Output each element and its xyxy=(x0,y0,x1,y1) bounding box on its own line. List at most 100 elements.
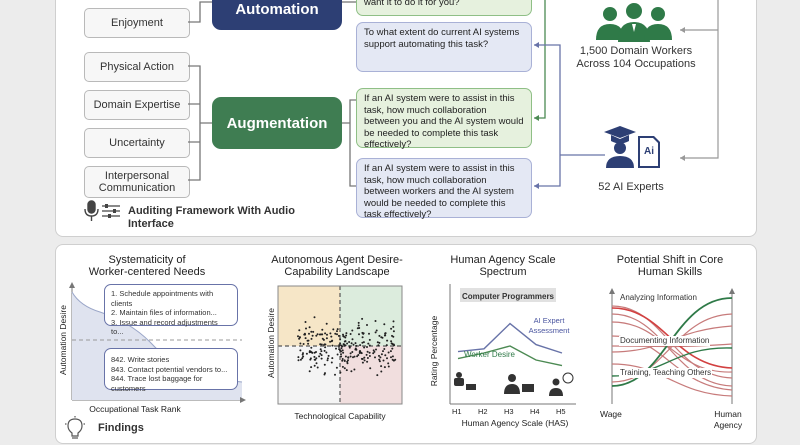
f2-scatter-point xyxy=(368,355,371,357)
f2-scatter-point xyxy=(348,345,351,348)
f4-xlabel-right: Human Agency xyxy=(713,409,743,430)
f2-scatter-point xyxy=(363,359,366,362)
f3-tick-h2: H2 xyxy=(478,407,488,416)
f2-scatter-point xyxy=(378,358,381,361)
f2-scatter-point xyxy=(343,360,346,362)
f2-scatter-point xyxy=(305,352,308,355)
f2-scatter-point xyxy=(311,334,314,337)
f2-scatter-point xyxy=(337,334,340,337)
f3-tick-h5: H5 xyxy=(556,407,566,416)
f2-scatter-point xyxy=(320,357,323,360)
f2-scatter-point xyxy=(302,352,304,355)
f2-scatter-point xyxy=(334,373,336,376)
f2-scatter-point xyxy=(357,324,360,327)
f2-scatter-point xyxy=(319,348,322,351)
f2-scatter-point xyxy=(358,352,361,354)
f2-scatter-point xyxy=(380,353,383,356)
f2-scatter-point xyxy=(312,330,315,333)
f2-scatter-point xyxy=(348,341,351,343)
f2-scatter-point xyxy=(297,335,299,338)
f2-scatter-point xyxy=(325,337,328,340)
automation-box: Automation xyxy=(212,0,342,30)
f2-scatter-point xyxy=(380,370,383,373)
f2-scatter-point xyxy=(338,344,341,347)
f2-scatter-point xyxy=(390,340,393,343)
f2-scatter-points xyxy=(297,316,397,377)
f2-scatter-point xyxy=(341,359,344,362)
f2-scatter-point xyxy=(311,351,314,354)
f3-title: Human Agency Scale Spectrum xyxy=(450,254,556,278)
f2-scatter-point xyxy=(351,338,354,341)
f2-scatter-point xyxy=(380,365,383,368)
f3-xlabel: Human Agency Scale (HAS) xyxy=(461,418,569,428)
f2-scatter-point xyxy=(372,352,375,355)
f2-scatter-point xyxy=(383,366,386,369)
ai-experts-icon xyxy=(604,126,660,168)
f2-scatter-point xyxy=(335,347,337,350)
f2-scatter-point xyxy=(299,342,302,345)
f2-scatter-point xyxy=(352,356,354,359)
f3-series-expert-line xyxy=(457,322,563,354)
f2-scatter-point xyxy=(320,350,323,353)
framework-footer-label: Auditing Framework With Audio Interface xyxy=(128,205,295,230)
f3-series-worker-line xyxy=(457,345,563,367)
f2-scatter-point xyxy=(343,367,346,370)
f2-scatter-point xyxy=(376,374,379,377)
f2-scatter-point xyxy=(378,360,381,363)
f2-scatter-point xyxy=(393,344,396,347)
f2-scatter-point xyxy=(387,362,390,365)
f3-tick-h3: H3 xyxy=(504,407,514,416)
f2-scatter-point xyxy=(345,369,348,372)
f2-scatter-point xyxy=(304,321,307,323)
f1-top-list-box: 1. Schedule appointments with clients 2.… xyxy=(104,284,238,336)
f2-scatter-point xyxy=(339,338,342,341)
dimension-enjoyment: Enjoyment xyxy=(84,8,190,38)
f2-scatter-point xyxy=(339,371,342,374)
f1-top-item-1: 1. Schedule appointments with clients xyxy=(111,289,214,308)
f2-scatter-point xyxy=(323,349,326,352)
f2-scatter-point xyxy=(383,348,386,350)
f2-scatter-point xyxy=(299,349,302,352)
f2-scatter-point xyxy=(309,357,312,360)
f2-scatter-point xyxy=(313,316,316,319)
f2-scatter-point xyxy=(318,355,321,358)
f1-xlabel: Occupational Task Rank xyxy=(89,404,181,414)
f2-scatter-point xyxy=(387,351,390,354)
f2-scatter-point xyxy=(391,347,394,350)
f2-scatter-point xyxy=(375,348,377,351)
ai-experts-doc-text: Ai xyxy=(644,146,654,157)
f2-scatter-point xyxy=(357,321,360,324)
f2-scatter-point xyxy=(302,343,305,345)
f2-scatter-point xyxy=(329,340,332,343)
f2-scatter-point xyxy=(326,333,328,336)
f2-scatter-point xyxy=(336,330,338,333)
f2-scatter-point xyxy=(344,340,347,343)
f2-scatter-point xyxy=(362,332,365,335)
f2-scatter-point xyxy=(299,358,302,361)
f2-scatter-point xyxy=(340,347,343,350)
f2-scatter-point xyxy=(326,359,329,362)
f2-scatter-point xyxy=(346,362,349,365)
f2-scatter-point xyxy=(339,342,342,345)
f2-ylabel: Automation Desire xyxy=(266,308,276,378)
f2-scatter-point xyxy=(366,360,369,363)
f2-scatter-point xyxy=(367,342,370,345)
f2-scatter-point xyxy=(319,343,322,346)
f2-scatter-point xyxy=(308,332,310,335)
f3-tick-h1: H1 xyxy=(452,407,462,416)
f3-people-icons xyxy=(454,372,574,396)
dimension-interpersonal-communication: Interpersonal Communication xyxy=(84,166,190,198)
f2-scatter-point xyxy=(356,327,359,330)
dimension-physical-action: Physical Action xyxy=(84,52,190,82)
f2-scatter-point xyxy=(305,327,307,330)
f2-scatter-point xyxy=(374,356,376,359)
f2-scatter-point xyxy=(347,356,350,359)
f2-scatter-point xyxy=(349,352,352,355)
f2-scatter-point xyxy=(350,342,353,345)
f2-scatter-point xyxy=(342,333,344,336)
f2-scatter-point xyxy=(375,329,378,332)
f1-bottom-item-2: 843. Contact potential vendors to... xyxy=(111,364,228,374)
f2-scatter-point xyxy=(390,356,392,359)
f2-scatter-point xyxy=(384,332,387,335)
